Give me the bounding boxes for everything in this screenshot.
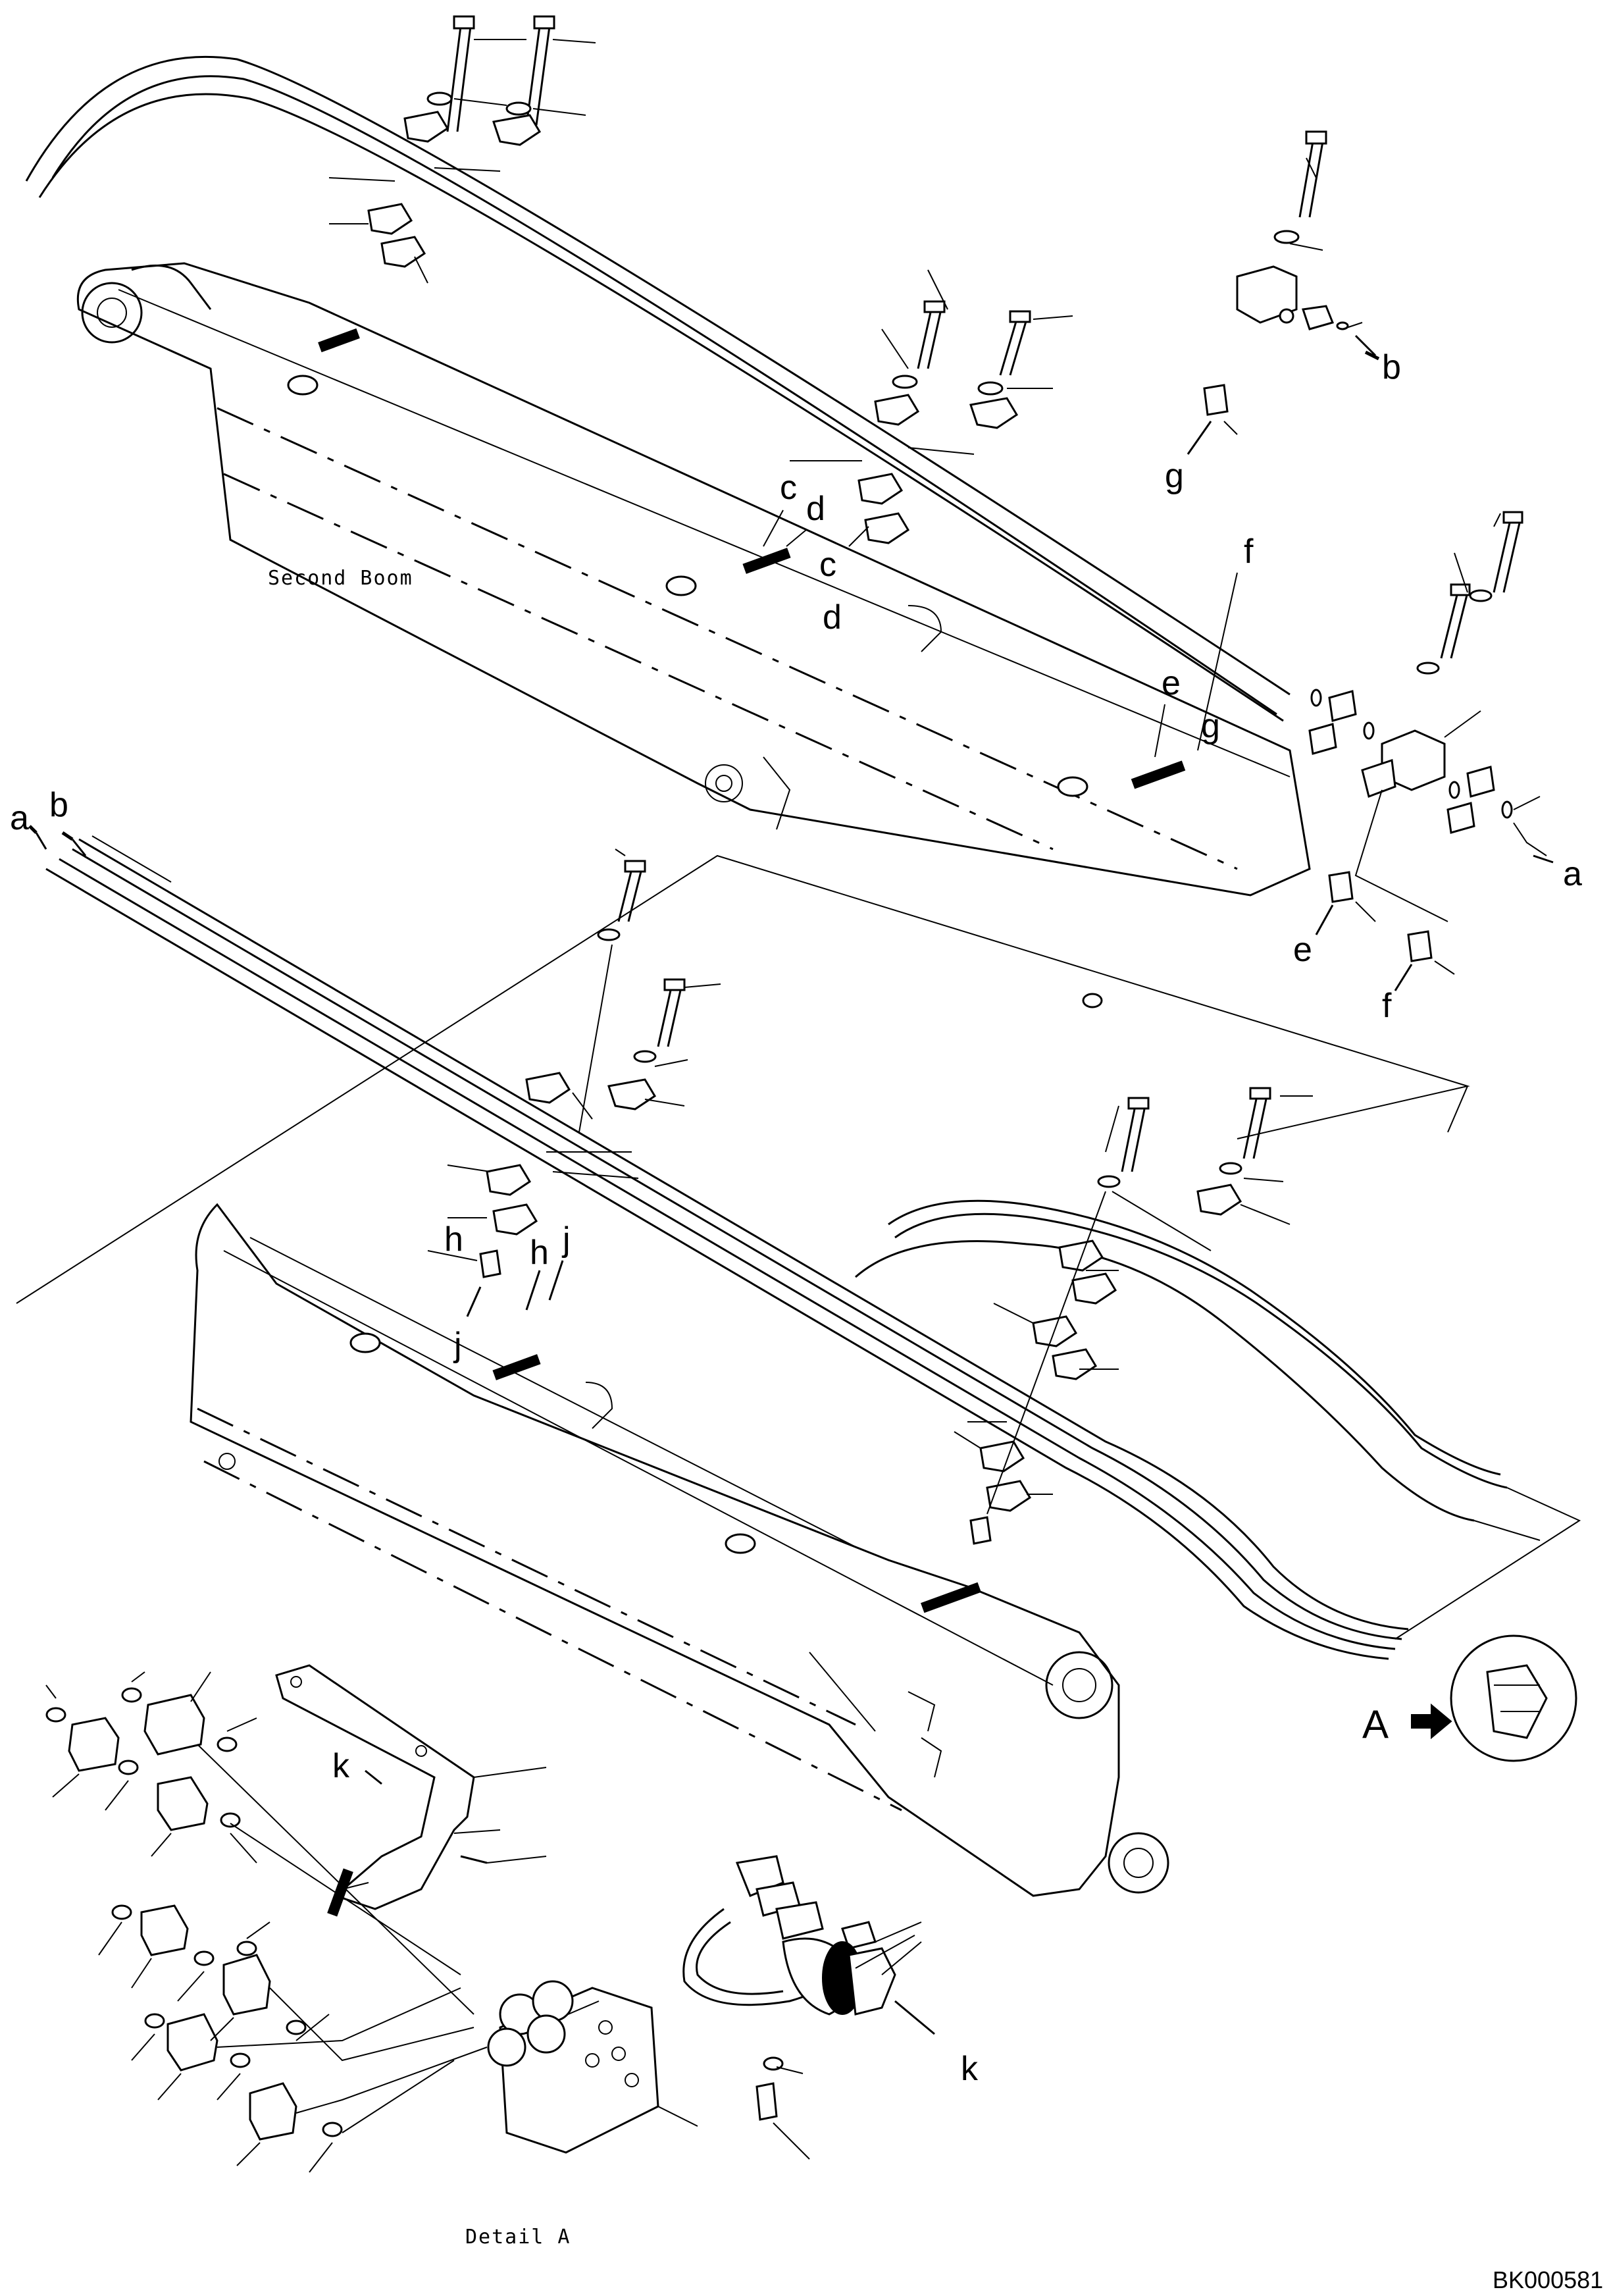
caption-second-boom: Second Boom bbox=[268, 567, 413, 590]
label-g-upper: g bbox=[1165, 457, 1184, 495]
label-h-1: h bbox=[444, 1220, 463, 1259]
label-f-1: f bbox=[1244, 533, 1254, 571]
connection-labels-lower: a b h h j j A bbox=[10, 786, 1452, 1746]
label-c-2: c bbox=[819, 546, 836, 584]
connector-harness: k bbox=[682, 1855, 979, 2160]
label-a-left: a bbox=[10, 799, 29, 837]
bolt-group-2 bbox=[790, 269, 1073, 544]
label-a-right: a bbox=[1563, 855, 1582, 893]
label-j-2: j bbox=[453, 1326, 462, 1364]
second-boom-assembly: c d c d f e g bbox=[25, 15, 1311, 897]
valve-assembly-b: b g bbox=[1165, 130, 1401, 495]
label-k-right: k bbox=[961, 2050, 979, 2088]
detail-a-exploded: k bbox=[45, 1664, 698, 2173]
label-b-upper: b bbox=[1382, 348, 1401, 386]
valve-block-right: a e f bbox=[1293, 511, 1582, 1025]
label-d-2: d bbox=[823, 598, 842, 637]
label-f-right: f bbox=[1382, 987, 1392, 1025]
caption-detail-a: Detail A bbox=[465, 2226, 571, 2249]
drawing-code: BK000581 bbox=[1493, 2266, 1603, 2293]
label-h-2: h bbox=[530, 1234, 549, 1272]
label-b-left: b bbox=[49, 786, 68, 824]
label-e-right: e bbox=[1293, 931, 1312, 969]
label-d-1: d bbox=[806, 490, 825, 528]
label-e-1: e bbox=[1162, 664, 1181, 702]
detail-callout-a: A bbox=[1362, 1702, 1389, 1746]
label-c-1: c bbox=[780, 469, 797, 507]
detail-a-inset bbox=[1450, 1634, 1577, 1762]
label-j-1: j bbox=[561, 1220, 571, 1259]
label-k-left: k bbox=[332, 1747, 350, 1785]
bolt-group-4 bbox=[954, 1087, 1313, 1545]
label-g-1: g bbox=[1201, 707, 1220, 745]
first-boom-assembly: a b h h j j A bbox=[10, 786, 1581, 1897]
bolt-group-3 bbox=[427, 848, 721, 1278]
bolt-group-1 bbox=[328, 15, 596, 284]
connection-labels-upper: c d c d f e g bbox=[763, 469, 1254, 758]
